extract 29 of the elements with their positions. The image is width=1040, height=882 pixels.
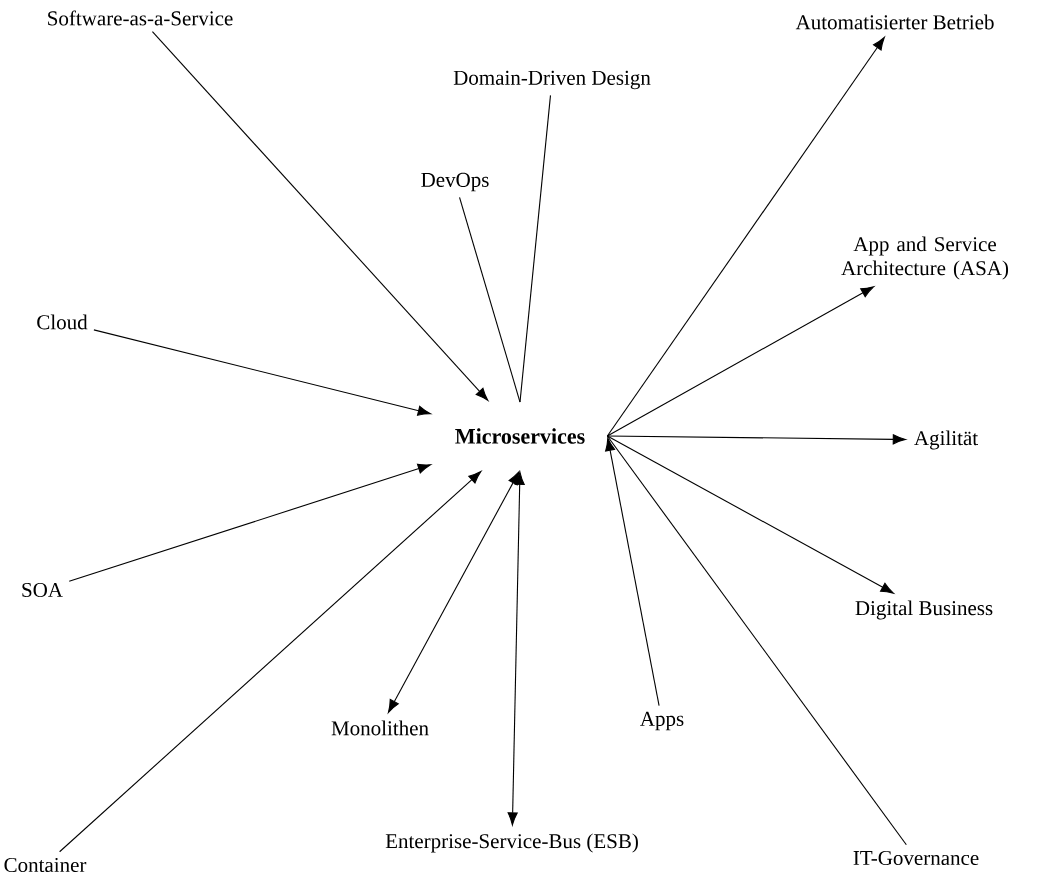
arrow <box>387 471 520 713</box>
line <box>519 94 552 403</box>
topic-label: Digital Business <box>855 600 993 620</box>
topic-label: DevOps <box>421 172 489 192</box>
line <box>606 435 907 846</box>
topic-label: SOA <box>22 582 63 598</box>
arrow <box>606 36 885 437</box>
topic-label: Automatisierter Betrieb <box>795 14 994 30</box>
arrow <box>93 329 431 416</box>
topic-label: IT-Governance <box>853 850 979 866</box>
arrow <box>59 470 482 853</box>
arrow <box>605 437 660 707</box>
topic-label: Enterprise-Service-Bus (ESB) <box>385 833 638 853</box>
topic-label: App and Service Architecture (ASA) <box>841 236 1009 280</box>
topic-label: Container <box>4 857 87 873</box>
arrow <box>606 286 875 437</box>
arrow <box>68 463 431 582</box>
line <box>459 196 521 403</box>
topic-label: Apps <box>640 711 684 731</box>
arrow <box>606 435 894 594</box>
topic-label: Cloud <box>37 314 88 330</box>
topic-label: Domain-Driven Design <box>453 70 651 90</box>
topic-label: Software-as-a-Service <box>48 10 233 26</box>
arrow <box>151 31 489 401</box>
topic-label: Agilität <box>914 430 978 450</box>
arrow <box>507 471 525 826</box>
topic-label: Monolithen <box>331 720 429 736</box>
arrow <box>606 434 906 445</box>
title-label: Microservices <box>455 428 585 444</box>
